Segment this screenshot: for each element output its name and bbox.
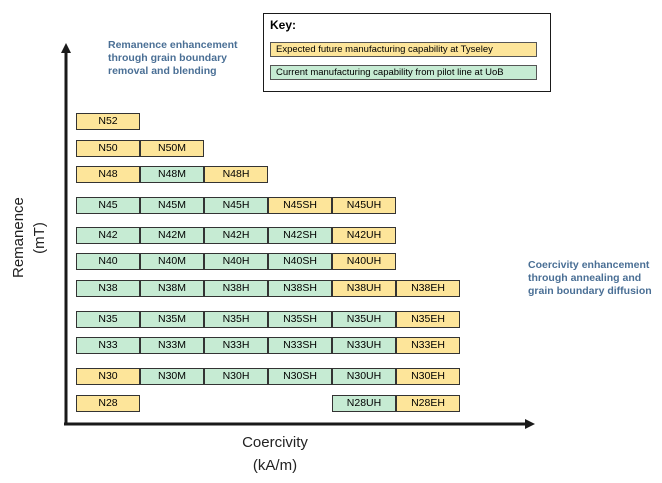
grade-cell-n42h: N42H xyxy=(204,227,268,244)
grade-cell-n40sh: N40SH xyxy=(268,253,332,270)
grade-cell-n35sh: N35SH xyxy=(268,311,332,328)
grade-cell-n42uh: N42UH xyxy=(332,227,396,244)
grade-cell-n38: N38 xyxy=(76,280,140,297)
grade-cell-n28: N28 xyxy=(76,395,140,412)
grade-cell-n40uh: N40UH xyxy=(332,253,396,270)
grade-cell-n35eh: N35EH xyxy=(396,311,460,328)
x-axis-label-line1: Coercivity xyxy=(242,434,308,451)
grade-cell-n38m: N38M xyxy=(140,280,204,297)
grade-cell-n42sh: N42SH xyxy=(268,227,332,244)
x-axis-label: Coercivity (kA/m) xyxy=(215,431,335,477)
grade-cell-n33sh: N33SH xyxy=(268,337,332,354)
grade-cell-n45m: N45M xyxy=(140,197,204,214)
grade-cell-n52: N52 xyxy=(76,113,140,130)
grade-cell-n33m: N33M xyxy=(140,337,204,354)
grade-cell-n42m: N42M xyxy=(140,227,204,244)
grade-cell-n50m: N50M xyxy=(140,140,204,157)
grade-cell-n30eh: N30EH xyxy=(396,368,460,385)
key-future-swatch: Expected future manufacturing capability… xyxy=(270,42,537,57)
grade-cell-n40h: N40H xyxy=(204,253,268,270)
grade-cell-n33eh: N33EH xyxy=(396,337,460,354)
grade-cell-n30sh: N30SH xyxy=(268,368,332,385)
grade-cell-n33h: N33H xyxy=(204,337,268,354)
grade-cell-n28eh: N28EH xyxy=(396,395,460,412)
grade-cell-n30: N30 xyxy=(76,368,140,385)
grade-cell-n33uh: N33UH xyxy=(332,337,396,354)
grade-cell-n33: N33 xyxy=(76,337,140,354)
grade-cell-n42: N42 xyxy=(76,227,140,244)
grade-cell-n45: N45 xyxy=(76,197,140,214)
x-axis-label-line2: (kA/m) xyxy=(252,457,298,474)
grade-cell-n48: N48 xyxy=(76,166,140,183)
grade-cell-n35uh: N35UH xyxy=(332,311,396,328)
coercivity-enhancement-annotation: Coercivity enhancement through annealing… xyxy=(528,259,652,297)
grade-cell-n30uh: N30UH xyxy=(332,368,396,385)
grade-cell-n40m: N40M xyxy=(140,253,204,270)
grade-cell-n30m: N30M xyxy=(140,368,204,385)
key-current-swatch: Current manufacturing capability from pi… xyxy=(270,65,537,80)
y-axis-label-line1: Remanence xyxy=(10,197,27,278)
grade-cell-n50: N50 xyxy=(76,140,140,157)
grade-cell-n38uh: N38UH xyxy=(332,280,396,297)
grade-cell-n35m: N35M xyxy=(140,311,204,328)
grade-cell-n35h: N35H xyxy=(204,311,268,328)
grade-cell-n30h: N30H xyxy=(204,368,268,385)
y-axis-label-line2: (mT) xyxy=(31,222,48,254)
key-box: Key: Expected future manufacturing capab… xyxy=(263,13,551,92)
key-title: Key: xyxy=(270,18,297,32)
grade-cell-n38eh: N38EH xyxy=(396,280,460,297)
grade-cell-n48h: N48H xyxy=(204,166,268,183)
remanence-enhancement-annotation: Remanence enhancement through grain boun… xyxy=(108,39,238,77)
grade-cell-n35: N35 xyxy=(76,311,140,328)
grade-cell-n45uh: N45UH xyxy=(332,197,396,214)
grade-cell-n48m: N48M xyxy=(140,166,204,183)
grade-cell-n28uh: N28UH xyxy=(332,395,396,412)
grade-cell-n40: N40 xyxy=(76,253,140,270)
grade-cell-n45h: N45H xyxy=(204,197,268,214)
grade-cell-n38sh: N38SH xyxy=(268,280,332,297)
grade-cell-n45sh: N45SH xyxy=(268,197,332,214)
y-axis-label: Remanence (mT) xyxy=(8,197,54,278)
grade-cell-n38h: N38H xyxy=(204,280,268,297)
